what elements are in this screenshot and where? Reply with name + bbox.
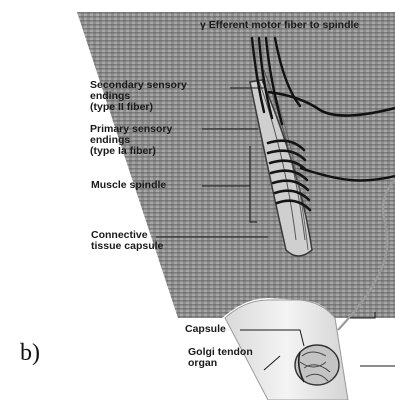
secondary-sensory-label: Secondary sensory endings (type II fiber… [90,80,187,113]
muscle-spindle-label: Muscle spindle [91,180,166,191]
connective-tissue-label: Connective tissue capsule [91,230,163,252]
muscle-belly [70,10,395,330]
gamma-efferent-label: γ Efferent motor fiber to spindle [200,20,359,31]
panel-letter: b) [20,340,40,367]
capsule-label: Capsule [185,324,226,335]
primary-sensory-label: Primary sensory endings (type Ia fiber) [90,124,172,157]
secondary-line-3: (type II fiber) [90,102,187,113]
golgi-tendon-label: Golgi tendon organ [188,347,253,369]
primary-line-3: (type Ia fiber) [90,146,172,157]
golgi-line-2: organ [188,358,253,369]
connective-line-2: tissue capsule [91,241,163,252]
golgi-tendon-organ [295,345,339,385]
